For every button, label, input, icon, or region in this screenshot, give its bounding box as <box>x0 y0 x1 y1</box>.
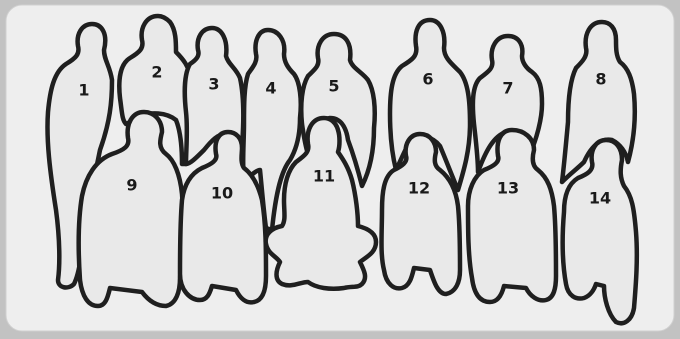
figure-13-number: 13 <box>497 179 519 198</box>
figure-10-number: 10 <box>211 184 233 203</box>
figure-14-number: 14 <box>589 189 611 208</box>
figure-7-number: 7 <box>502 79 513 98</box>
figure-5-number: 5 <box>328 77 339 96</box>
figure-1-number: 1 <box>78 81 89 100</box>
figure-2-number: 2 <box>151 63 162 82</box>
figure-6-number: 6 <box>422 70 433 89</box>
figure-11-number: 11 <box>313 167 335 186</box>
figure-8-number: 8 <box>595 70 606 89</box>
figure-4-number: 4 <box>265 79 276 98</box>
figure-9-number: 9 <box>126 176 137 195</box>
figure-3-number: 3 <box>208 75 219 94</box>
figure-12-number: 12 <box>408 179 430 198</box>
